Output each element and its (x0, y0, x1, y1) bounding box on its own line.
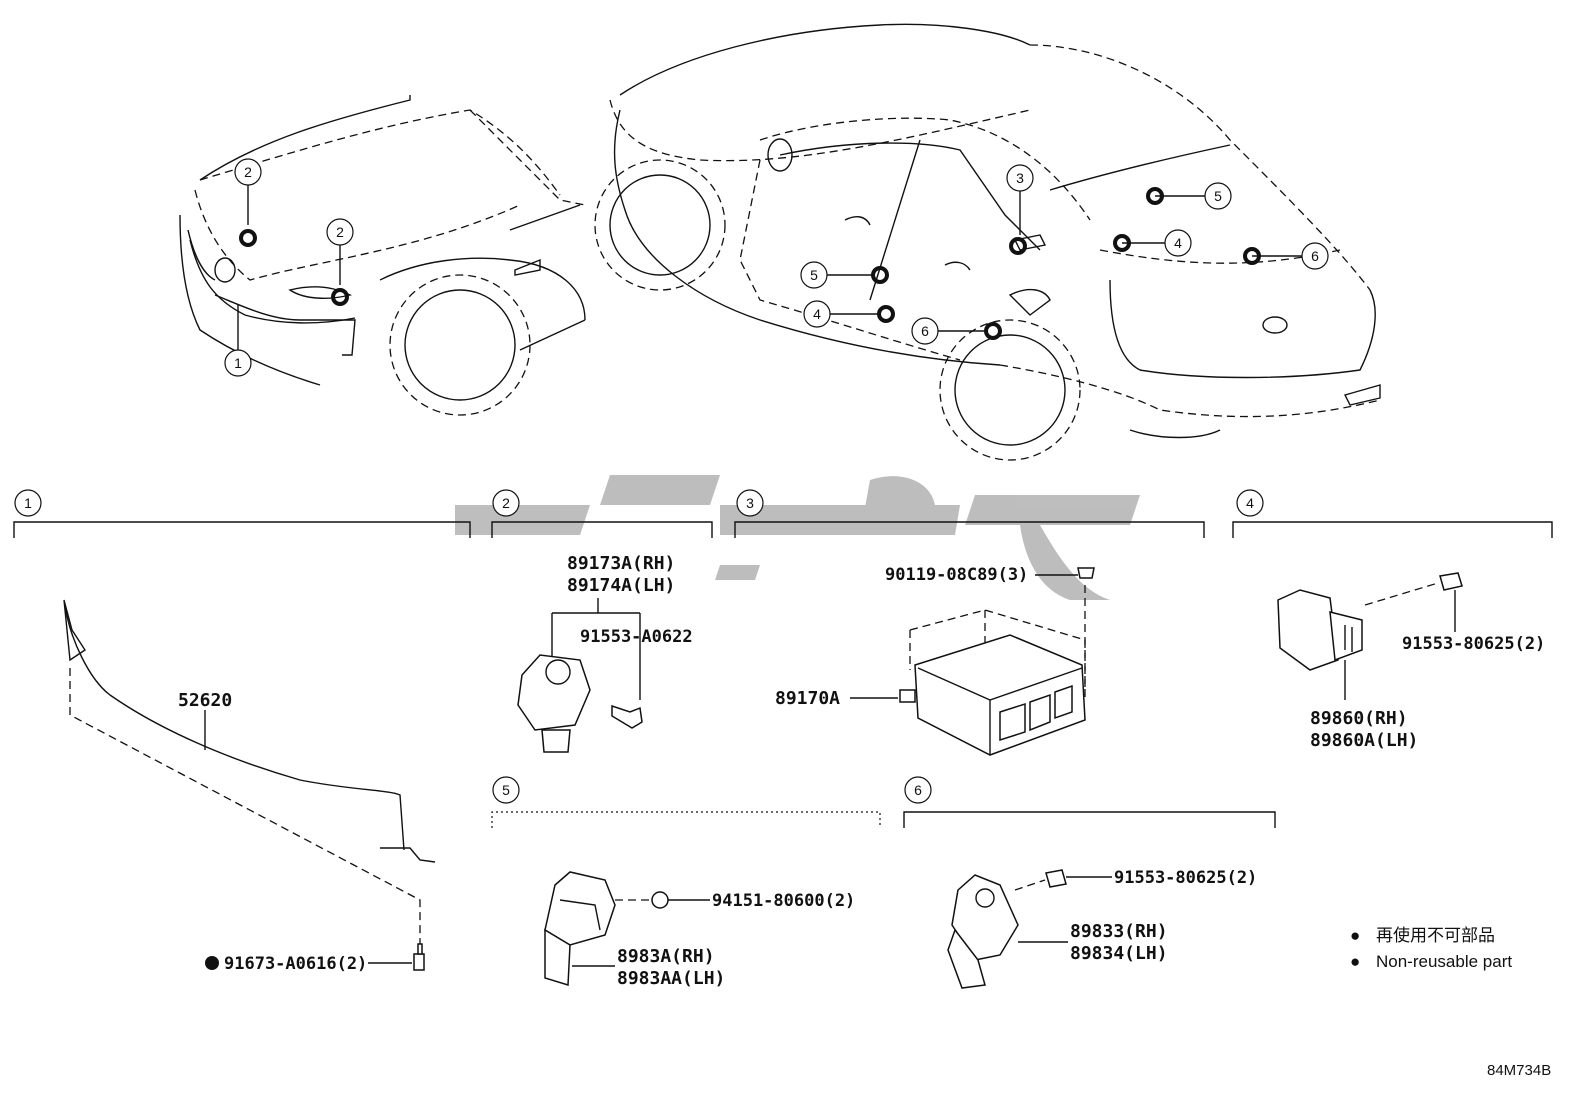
section-2-front-sensor: 89173A(RH) 89174A(LH) 91553-A0622 (517, 553, 693, 753)
legend-japanese-text: 再使用不可部品 (1376, 925, 1495, 945)
section-number: 5 (502, 782, 510, 798)
diagram-reference-code: 84M734B (1487, 1062, 1551, 1079)
section-3-header: 3 (734, 489, 1205, 538)
callout-3-rear: 3 (1016, 170, 1024, 186)
legend-bullet-en: ● (1350, 952, 1360, 971)
section-number: 3 (746, 495, 754, 511)
rear-sensor-bolt (1045, 869, 1067, 888)
ecu-bolt-head (1077, 567, 1095, 579)
section-number: 1 (24, 495, 32, 511)
part-label-94151-80600: 94151-80600(2) (712, 891, 855, 911)
car-callouts: 2 2 1 3 5 4 6 5 4 6 (224, 158, 1329, 377)
section-1-harness: 52620 91673-A0616(2) (63, 599, 436, 974)
part-label-91553-80625-s6: 91553-80625(2) (1114, 868, 1257, 888)
callout-5-left: 5 (810, 267, 818, 283)
part-label-89833: 89833(RH) (1070, 921, 1168, 942)
callout-2-front-right: 2 (336, 224, 344, 240)
non-reusable-marker (205, 956, 219, 970)
part-label-91553-A0622: 91553-A0622 (580, 627, 693, 647)
callout-4-left: 4 (813, 306, 821, 322)
part-label-89834: 89834(LH) (1070, 943, 1168, 964)
part-label-89174A: 89174A(LH) (567, 575, 675, 596)
part-label-89173A: 89173A(RH) (567, 553, 675, 574)
watermark-logo (455, 475, 1140, 600)
section-number: 2 (502, 495, 510, 511)
side-sensor-bolt (1439, 572, 1463, 591)
front-sensor-body (517, 654, 591, 731)
part-label-89860A: 89860A(LH) (1310, 730, 1418, 751)
part-label-91673-A0616: 91673-A0616(2) (224, 954, 367, 974)
section-5-header: 5 (491, 776, 881, 828)
part-label-8983AA: 8983AA(LH) (617, 968, 725, 989)
door-sensor-body (544, 871, 616, 946)
part-label-90119-08C89: 90119-08C89(3) (885, 565, 1028, 585)
door-sensor-nut (651, 891, 669, 909)
part-label-89860: 89860(RH) (1310, 708, 1408, 729)
front-car-illustration (179, 95, 586, 416)
section-1-header: 1 (13, 489, 471, 538)
section-2-header: 2 (491, 489, 713, 538)
section-3-airbag-ecu: 90119-08C89(3) 89170A (775, 565, 1095, 756)
callout-6-left: 6 (921, 323, 929, 339)
side-sensor-body (1277, 589, 1339, 671)
bolt-part (611, 704, 643, 729)
callout-5-right: 5 (1214, 188, 1222, 204)
callout-2-front-left: 2 (244, 164, 252, 180)
section-4-header: 4 (1232, 489, 1553, 538)
section-6-rear-sensor: 91553-80625(2) 89833(RH) 89834(LH) (947, 868, 1257, 989)
callout-6-right: 6 (1311, 248, 1319, 264)
section-number: 6 (914, 782, 922, 798)
part-label-89170A: 89170A (775, 688, 840, 709)
section-5-door-sensor: 94151-80600(2) 8983A(RH) 8983AA(LH) (544, 871, 855, 989)
section-4-side-sensor: 91553-80625(2) 89860(RH) 89860A(LH) (1277, 572, 1545, 751)
rear-car-illustration (594, 23, 1381, 461)
clip-part (413, 953, 425, 971)
part-label-91553-80625-s4: 91553-80625(2) (1402, 634, 1545, 654)
section-number: 4 (1246, 495, 1254, 511)
section-6-header: 6 (903, 776, 1276, 828)
part-label-52620: 52620 (178, 690, 232, 711)
callout-1-front: 1 (234, 355, 242, 371)
clip-stem (417, 943, 423, 955)
part-label-8983A: 8983A(RH) (617, 946, 715, 967)
legend: ● 再使用不可部品 ● Non-reusable part (1350, 925, 1512, 971)
legend-bullet-jp: ● (1350, 926, 1360, 945)
callout-4-right: 4 (1174, 235, 1182, 251)
legend-english-text: Non-reusable part (1376, 952, 1512, 971)
